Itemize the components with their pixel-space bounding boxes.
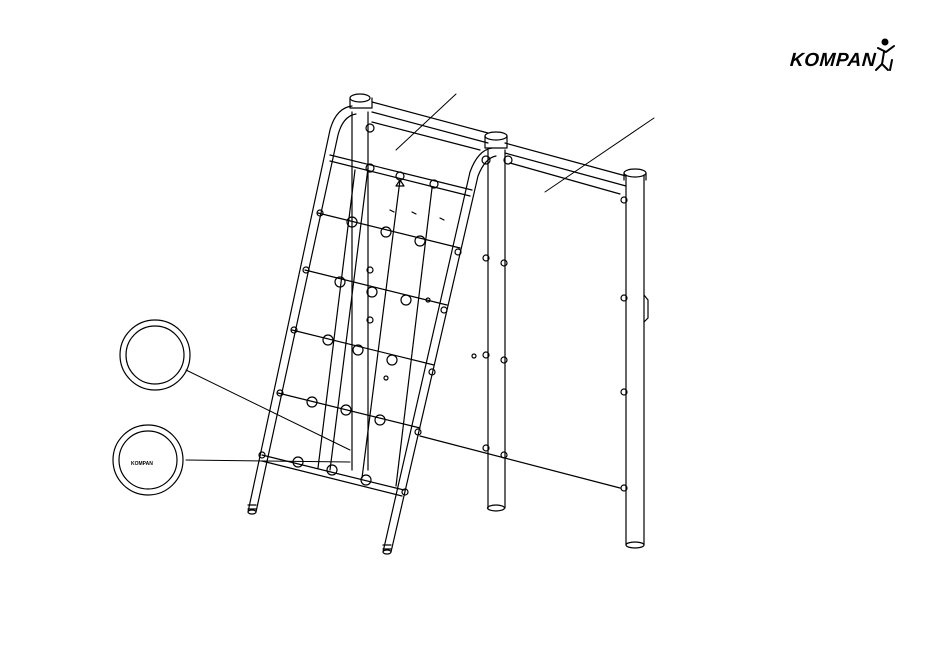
leader-lines bbox=[186, 94, 654, 462]
top-rails bbox=[372, 102, 626, 488]
leader-detail-circle-logo bbox=[186, 460, 350, 462]
detail-circle-plain bbox=[120, 320, 190, 390]
middle-post bbox=[482, 132, 512, 511]
kompan-figure-icon bbox=[876, 40, 894, 71]
detail-logo-text: KOMPAN bbox=[131, 461, 153, 467]
leader-panel-right bbox=[545, 118, 654, 192]
right-post bbox=[621, 169, 648, 548]
ladder-frame bbox=[248, 106, 496, 554]
detail-circle-logo: KOMPAN bbox=[113, 425, 183, 495]
